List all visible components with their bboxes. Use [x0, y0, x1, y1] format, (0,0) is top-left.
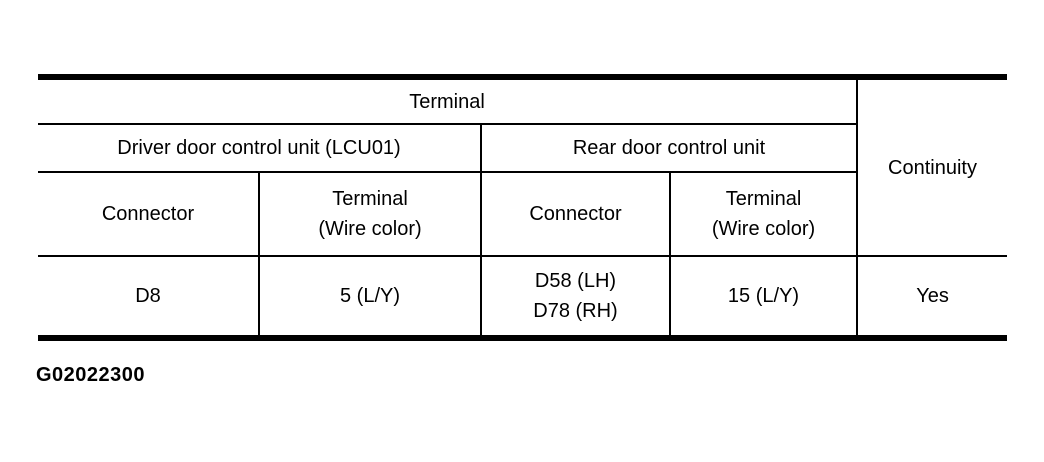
rear-connector-value-cell: D58 (LH) D78 (RH): [480, 255, 671, 338]
terminal-group-header-cell: Terminal: [38, 77, 859, 125]
driver-terminal-value-cell: 5 (L/Y): [258, 255, 482, 338]
driver-connector-header-cell: Connector: [38, 171, 260, 257]
table-row-data: D8 5 (L/Y) D58 (LH) D78 (RH) 15 (L/Y) Ye…: [38, 255, 1008, 338]
figure-id-label: G02022300: [36, 364, 146, 386]
terminal-continuity-table: Terminal Continuity Driver door control …: [38, 74, 1008, 341]
rear-terminal-value-cell: 15 (L/Y): [668, 255, 859, 338]
driver-unit-header-cell: Driver door control unit (LCU01): [38, 123, 482, 173]
continuity-header-cell: Continuity: [856, 77, 1008, 257]
table-row-terminal-group: Terminal Continuity: [38, 77, 1008, 257]
rear-unit-header-cell: Rear door control unit: [479, 123, 859, 173]
continuity-value-cell: Yes: [856, 255, 1008, 338]
table-row-column-headers: Connector Terminal (Wire color) Connecto…: [38, 171, 1007, 257]
table-row-unit-groups: Driver door control unit (LCU01) Rear do…: [38, 123, 1007, 173]
rear-connector-header-cell: Connector: [480, 171, 671, 257]
rear-terminal-header-cell: Terminal (Wire color): [668, 171, 859, 257]
driver-terminal-header-cell: Terminal (Wire color): [258, 171, 482, 257]
driver-connector-value-cell: D8: [38, 255, 260, 338]
